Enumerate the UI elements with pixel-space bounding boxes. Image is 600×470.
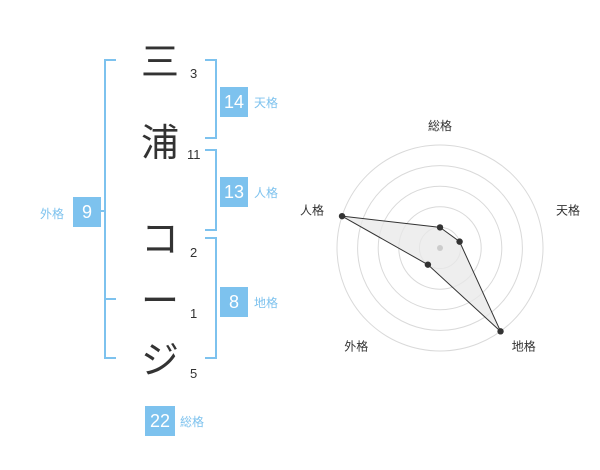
tenkaku-bracket-vertical [215, 59, 217, 139]
gaikaku-bracket-notch [104, 298, 116, 300]
radar-point-4 [424, 261, 432, 268]
soukaku-badge: 22 [145, 406, 175, 436]
soukaku-label: 総格 [180, 415, 205, 429]
stroke-count-1: 3 [190, 66, 198, 81]
radar-area [341, 215, 501, 332]
stroke-count-5: 5 [190, 366, 198, 381]
stroke-count-3: 2 [190, 245, 198, 260]
gaikaku-bracket-vertical [104, 59, 106, 359]
tenkaku-badge: 14 [220, 87, 248, 117]
radar-axis-label-3: 地格 [512, 339, 536, 354]
radar-axis-label-4: 外格 [344, 339, 368, 354]
name-char-1: 三 [141, 40, 180, 84]
radar-axis-label-1: 総格 [428, 118, 452, 133]
jinkaku-bracket-vertical [215, 149, 217, 231]
radar-point-1 [436, 224, 444, 231]
tenkaku-label: 天格 [254, 96, 279, 110]
jinkaku-bracket-top [205, 149, 217, 151]
jinkaku-badge: 13 [220, 177, 248, 207]
name-char-4: ー [141, 279, 180, 323]
gaikaku-bracket-bottom [104, 357, 116, 359]
chikaku-label: 地格 [254, 296, 279, 310]
radar-axis-label-2: 天格 [556, 202, 580, 217]
name-char-2: 浦 [141, 121, 180, 165]
name-char-5: ジ [141, 338, 180, 382]
gaikaku-bracket-top [104, 59, 116, 61]
gaikaku-badge: 9 [73, 197, 101, 227]
chikaku-bracket-bottom [205, 357, 217, 359]
chikaku-badge: 8 [220, 287, 248, 317]
chikaku-bracket-top [205, 237, 217, 239]
radar-axis-label-5: 人格 [300, 202, 324, 217]
radar-ring-4 [357, 165, 523, 331]
jinkaku-label: 人格 [254, 186, 279, 200]
radar-point-3 [497, 328, 504, 335]
radar-ring-5 [336, 144, 544, 352]
radar-point-5 [338, 212, 346, 220]
stroke-count-2: 11 [187, 147, 201, 162]
stroke-count-4: 1 [190, 306, 198, 321]
radar-center-dot [437, 245, 443, 251]
gaikaku-label: 外格 [40, 207, 65, 221]
jinkaku-bracket-bottom [205, 229, 217, 231]
tenkaku-bracket-bottom [205, 137, 217, 139]
radar-ring-3 [377, 185, 503, 311]
name-char-3: コ [141, 217, 180, 261]
chikaku-bracket-vertical [215, 237, 217, 359]
tenkaku-bracket-top [205, 59, 217, 61]
radar-point-2 [456, 238, 463, 245]
